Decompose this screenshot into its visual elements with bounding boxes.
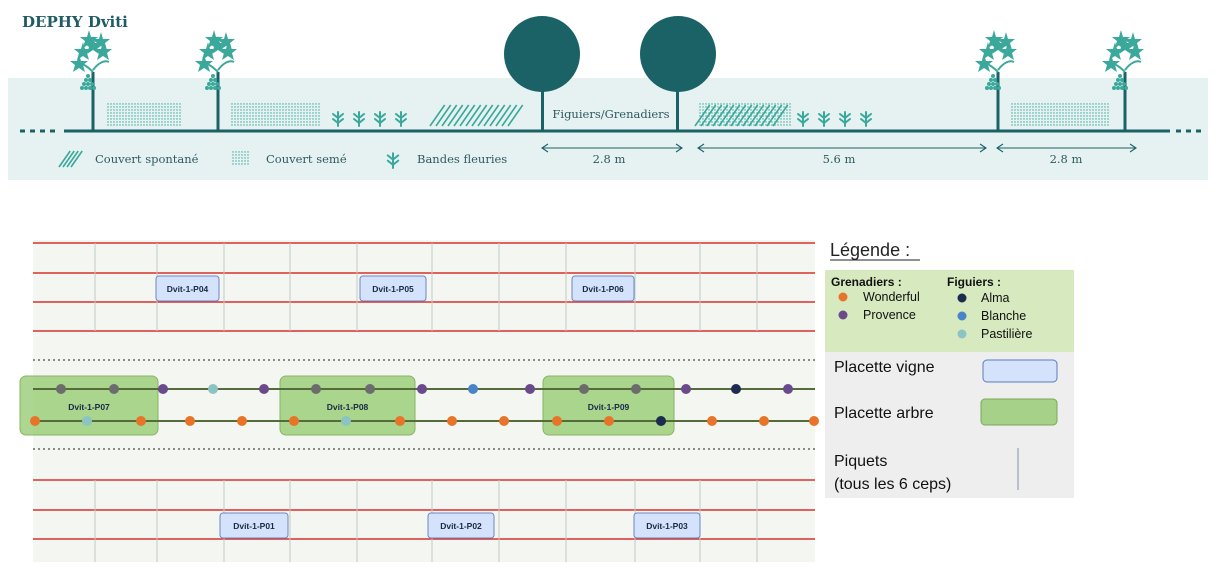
legend-placette-arbre-label: Placette arbre (834, 405, 934, 422)
placette-vigne[interactable]: Dvit-1-P02 (427, 512, 495, 539)
legend-grenadier-label: Wonderful (863, 290, 920, 304)
bande-fleurie-area (797, 111, 872, 127)
placette-vigne[interactable]: Dvit-1-P01 (219, 512, 289, 539)
couvert-spontane-area (429, 104, 524, 127)
tree-right (640, 16, 716, 132)
tree-point (681, 384, 691, 394)
dimension-label-3: 2.8 m (1050, 152, 1083, 166)
placette-vigne-label: Dvit-1-P05 (372, 284, 414, 294)
tree-point (395, 416, 405, 426)
tree-point (289, 416, 299, 426)
tree-point (158, 384, 168, 394)
plan-view: Dvit-1-P07 Dvit-1-P08 Dvit-1-P09 Dvit-1-P0… (19, 240, 819, 562)
legend-figuiers-title: Figuiers : (947, 275, 1001, 289)
tree-point (417, 384, 427, 394)
tree-point (109, 384, 119, 394)
tree-point (237, 416, 247, 426)
legend-grenadier-dot (838, 310, 848, 320)
placette-vigne[interactable]: Dvit-1-P03 (633, 512, 701, 539)
bande-fleurie-area (332, 111, 407, 127)
placette-arbre-label: Dvit-1-P08 (327, 402, 369, 412)
legend-piquets-sublabel: (tous les 6 ceps) (834, 476, 951, 493)
tree-point (185, 416, 195, 426)
legend-figuier-label: Blanche (981, 309, 1026, 323)
tree-point (579, 384, 589, 394)
legend-figuier-label: Pastilière (981, 327, 1032, 341)
tree-point (525, 384, 535, 394)
legend-panel: Légende : Grenadiers : Figuiers : Wonder… (825, 240, 1074, 498)
legend-fleuries-label: Bandes fleuries (417, 152, 507, 166)
tree-point (499, 416, 509, 426)
tree-point (631, 384, 641, 394)
dimension-arrows (541, 143, 1137, 153)
tree-point (259, 384, 269, 394)
legend-placette-arbre-swatch (980, 398, 1058, 426)
tree-point (82, 416, 92, 426)
legend-piquets-label: Piquets (834, 453, 887, 470)
legend-figuier-dot (957, 311, 967, 321)
tree-point (208, 384, 218, 394)
tree-point (809, 416, 819, 426)
placette-vigne-label: Dvit-1-P06 (582, 284, 624, 294)
tree-point (731, 384, 741, 394)
placette-arbre-label: Dvit-1-P09 (588, 402, 630, 412)
tree-point (707, 416, 717, 426)
couvert-seme-area (231, 103, 320, 126)
couvert-spontane-area (694, 104, 789, 127)
legend-grenadier-dot (838, 292, 848, 302)
cross-section-diagram: DEPHY Dviti Figuiers/Grenadiers Couvert … (8, 13, 1208, 180)
vine-icon (975, 30, 1017, 132)
tree-left (504, 16, 580, 132)
tree-point (311, 384, 321, 394)
page-title: DEPHY Dviti (22, 13, 128, 31)
section-background (8, 78, 1208, 180)
dimension-label-1: 2.8 m (593, 152, 626, 166)
tree-point (656, 416, 666, 426)
legend-species-box (825, 270, 1074, 352)
tree-point (468, 384, 478, 394)
vine-icon (70, 30, 112, 132)
placette-vigne-label: Dvit-1-P04 (167, 284, 209, 294)
tree-point (136, 416, 146, 426)
tree-point (552, 416, 562, 426)
placette-vigne[interactable]: Dvit-1-P04 (155, 275, 220, 302)
tree-point (604, 416, 614, 426)
center-label: Figuiers/Grenadiers (552, 107, 669, 121)
tree-point (341, 416, 351, 426)
tree-point (30, 416, 40, 426)
tree-point (56, 384, 66, 394)
placette-vigne[interactable]: Dvit-1-P05 (359, 275, 427, 302)
legend-seme: Couvert semé (232, 151, 347, 166)
legend-placette-vigne-swatch (982, 359, 1058, 383)
tree-point (759, 416, 769, 426)
placette-vigne[interactable]: Dvit-1-P06 (571, 275, 635, 302)
legend-figuier-label: Alma (981, 291, 1010, 305)
placette-vigne-label: Dvit-1-P03 (646, 521, 688, 531)
tree-point (365, 384, 375, 394)
placette-vigne-label: Dvit-1-P01 (233, 521, 275, 531)
couvert-seme-area (1011, 103, 1109, 126)
legend-figuier-dot (957, 293, 967, 303)
tree-point (447, 416, 457, 426)
legend-spontane-label: Couvert spontané (95, 152, 199, 166)
legend-placette-vigne-label: Placette vigne (834, 359, 935, 376)
legend-grenadier-label: Provence (863, 308, 916, 322)
tree-point (783, 384, 793, 394)
vine-icon (1102, 30, 1144, 132)
placette-arbre-label: Dvit-1-P07 (68, 402, 110, 412)
legend-title: Légende : (830, 240, 910, 260)
legend-spontane: Couvert spontané (58, 150, 199, 168)
vine-icon (195, 30, 237, 132)
legend-seme-label: Couvert semé (266, 152, 347, 166)
couvert-seme-area (107, 103, 181, 126)
legend-grenadiers-title: Grenadiers : (831, 275, 902, 289)
legend-figuier-dot (957, 329, 967, 339)
legend-fleuries: Bandes fleuries (386, 152, 507, 169)
placette-vigne-label: Dvit-1-P02 (440, 521, 482, 531)
dimension-label-2: 5.6 m (823, 152, 856, 166)
